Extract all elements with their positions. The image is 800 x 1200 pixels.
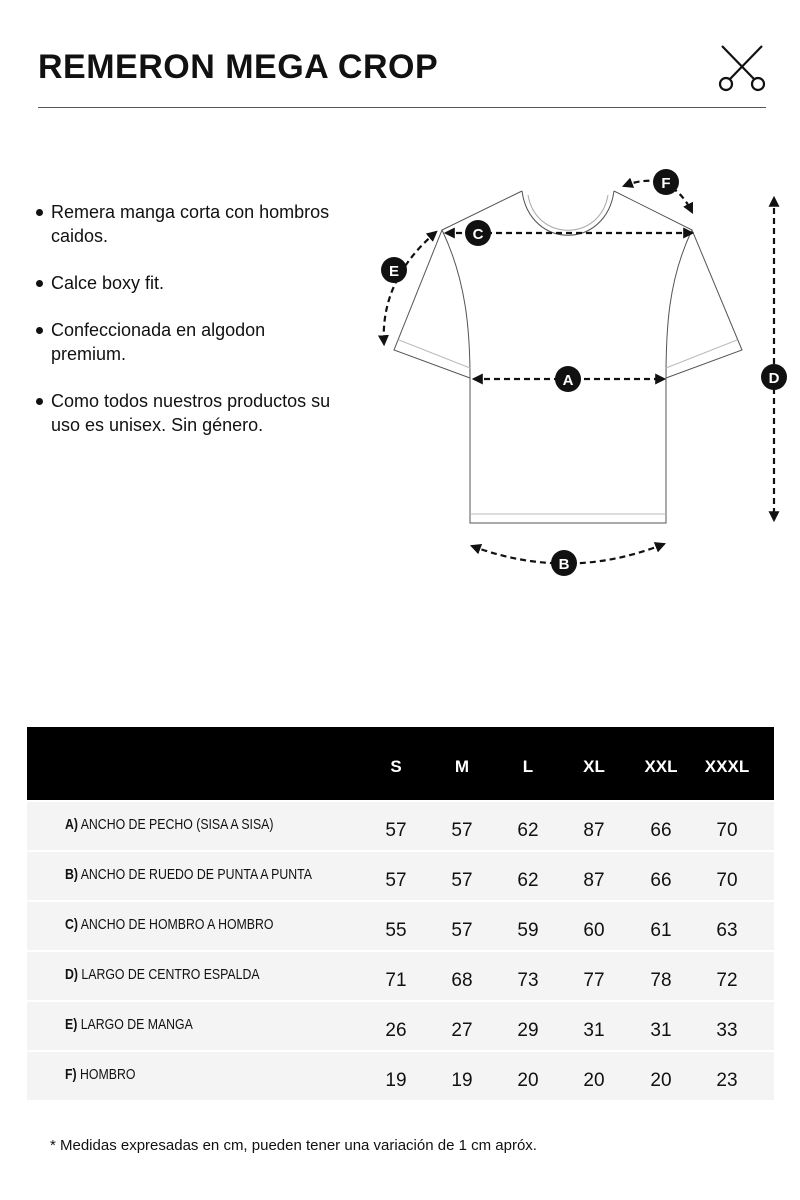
table-row: A) ANCHO DE PECHO (SISA A SISA) 57 57 62 87 6…	[27, 802, 774, 850]
table-header: S M L XL XXL XXXL	[27, 727, 774, 800]
table-row: B) ANCHO DE RUEDO DE PUNTA A PUNTA 57 57 62…	[27, 852, 774, 900]
measurement-value: 71	[385, 970, 407, 991]
label-a: A	[563, 372, 574, 389]
measurement-value: 31	[583, 1020, 605, 1041]
measurement-value: 62	[517, 820, 539, 841]
measurement-value: 27	[451, 1020, 473, 1041]
row-label: E) LARGO DE MANGA	[65, 1016, 193, 1033]
size-header: S	[390, 757, 402, 776]
measurement-value: 72	[716, 970, 738, 991]
measurement-value: 20	[650, 1070, 672, 1091]
table-row: C) ANCHO DE HOMBRO A HOMBRO 55 57 59 60 61 63	[27, 902, 774, 950]
row-key: A)	[65, 816, 78, 833]
measurement-value: 19	[451, 1070, 473, 1091]
label-d: D	[769, 370, 780, 387]
row-label-text: ANCHO DE RUEDO DE PUNTA A PUNTA	[80, 866, 312, 883]
measurement-value: 59	[517, 920, 539, 941]
size-header: XXL	[644, 757, 678, 776]
measurement-value: 33	[716, 1020, 738, 1041]
title-divider	[38, 107, 766, 108]
label-e: E	[389, 263, 399, 280]
feature-list: Remera manga corta con hombros caidos. C…	[34, 200, 334, 460]
feature-item: Remera manga corta con hombros caidos.	[34, 200, 334, 248]
row-label-text: ANCHO DE PECHO (SISA A SISA)	[80, 816, 274, 833]
row-key: F)	[65, 1066, 77, 1083]
measurement-value: 73	[517, 970, 539, 991]
row-label: B) ANCHO DE RUEDO DE PUNTA A PUNTA	[65, 866, 312, 883]
measurement-value: 68	[451, 970, 473, 991]
row-label-text: HOMBRO	[80, 1066, 136, 1083]
measurement-value: 77	[583, 970, 605, 991]
measurement-value: 66	[650, 870, 672, 891]
row-key: C)	[65, 916, 78, 933]
measurement-value: 63	[716, 920, 738, 941]
row-label-text: LARGO DE MANGA	[80, 1016, 193, 1033]
label-c: C	[473, 226, 484, 243]
measurement-value: 26	[385, 1020, 407, 1041]
measurement-value: 31	[650, 1020, 672, 1041]
size-table: S M L XL XXL XXXL A) ANCHO DE PECHO (SIS…	[27, 727, 774, 1100]
table-row: F) HOMBRO 19 19 20 20 20 23	[27, 1052, 774, 1100]
measurement-value: 87	[583, 870, 605, 891]
measurement-value: 20	[517, 1070, 539, 1091]
measurement-value: 57	[385, 820, 407, 841]
row-label: D) LARGO DE CENTRO ESPALDA	[65, 966, 260, 983]
size-header: XXXL	[704, 757, 750, 776]
measurement-value: 66	[650, 820, 672, 841]
table-row: E) LARGO DE MANGA 26 27 29 31 31 33	[27, 1002, 774, 1050]
row-label-text: ANCHO DE HOMBRO A HOMBRO	[80, 916, 274, 933]
measurement-note: * Medidas expresadas en cm, pueden tener…	[50, 1137, 537, 1154]
label-f: F	[661, 175, 670, 192]
measurement-value: 70	[716, 870, 738, 891]
scissors-icon	[718, 45, 766, 92]
measure-e-line	[377, 230, 438, 347]
feature-item: Confeccionada en algodon premium.	[34, 318, 334, 366]
row-key: D)	[65, 966, 78, 983]
measurement-value: 55	[385, 920, 407, 941]
measurement-value: 62	[517, 870, 539, 891]
tshirt-measurement-diagram: A B C D E F	[377, 169, 787, 576]
measurement-value: 87	[583, 820, 605, 841]
label-b: B	[559, 556, 570, 573]
size-header: XL	[583, 757, 605, 776]
measurement-value: 78	[650, 970, 672, 991]
measurement-value: 70	[716, 820, 738, 841]
size-header: L	[522, 757, 534, 776]
row-label-text: LARGO DE CENTRO ESPALDA	[81, 966, 260, 983]
measurement-value: 57	[385, 870, 407, 891]
page-title: REMERON MEGA CROP	[38, 48, 439, 86]
measurement-value: 23	[716, 1070, 738, 1091]
measurement-value: 19	[385, 1070, 407, 1091]
measurement-value: 57	[451, 870, 473, 891]
row-label: A) ANCHO DE PECHO (SISA A SISA)	[65, 816, 273, 833]
measurement-value: 57	[451, 920, 473, 941]
table-row: D) LARGO DE CENTRO ESPALDA 71 68 73 77 78 72	[27, 952, 774, 1000]
row-key: E)	[65, 1016, 78, 1033]
feature-item: Calce boxy fit.	[34, 271, 334, 295]
row-label: F) HOMBRO	[65, 1066, 135, 1083]
measurement-value: 29	[517, 1020, 539, 1041]
feature-item: Como todos nuestros productos su uso es …	[34, 389, 334, 437]
measurement-value: 57	[451, 820, 473, 841]
tshirt-outline	[393, 190, 743, 524]
row-label: C) ANCHO DE HOMBRO A HOMBRO	[65, 916, 273, 933]
measurement-value: 60	[583, 920, 605, 941]
size-header: M	[454, 757, 470, 776]
measure-b-line	[469, 542, 667, 565]
row-key: B)	[65, 866, 78, 883]
measurement-value: 61	[650, 920, 672, 941]
measurement-value: 20	[583, 1070, 605, 1091]
